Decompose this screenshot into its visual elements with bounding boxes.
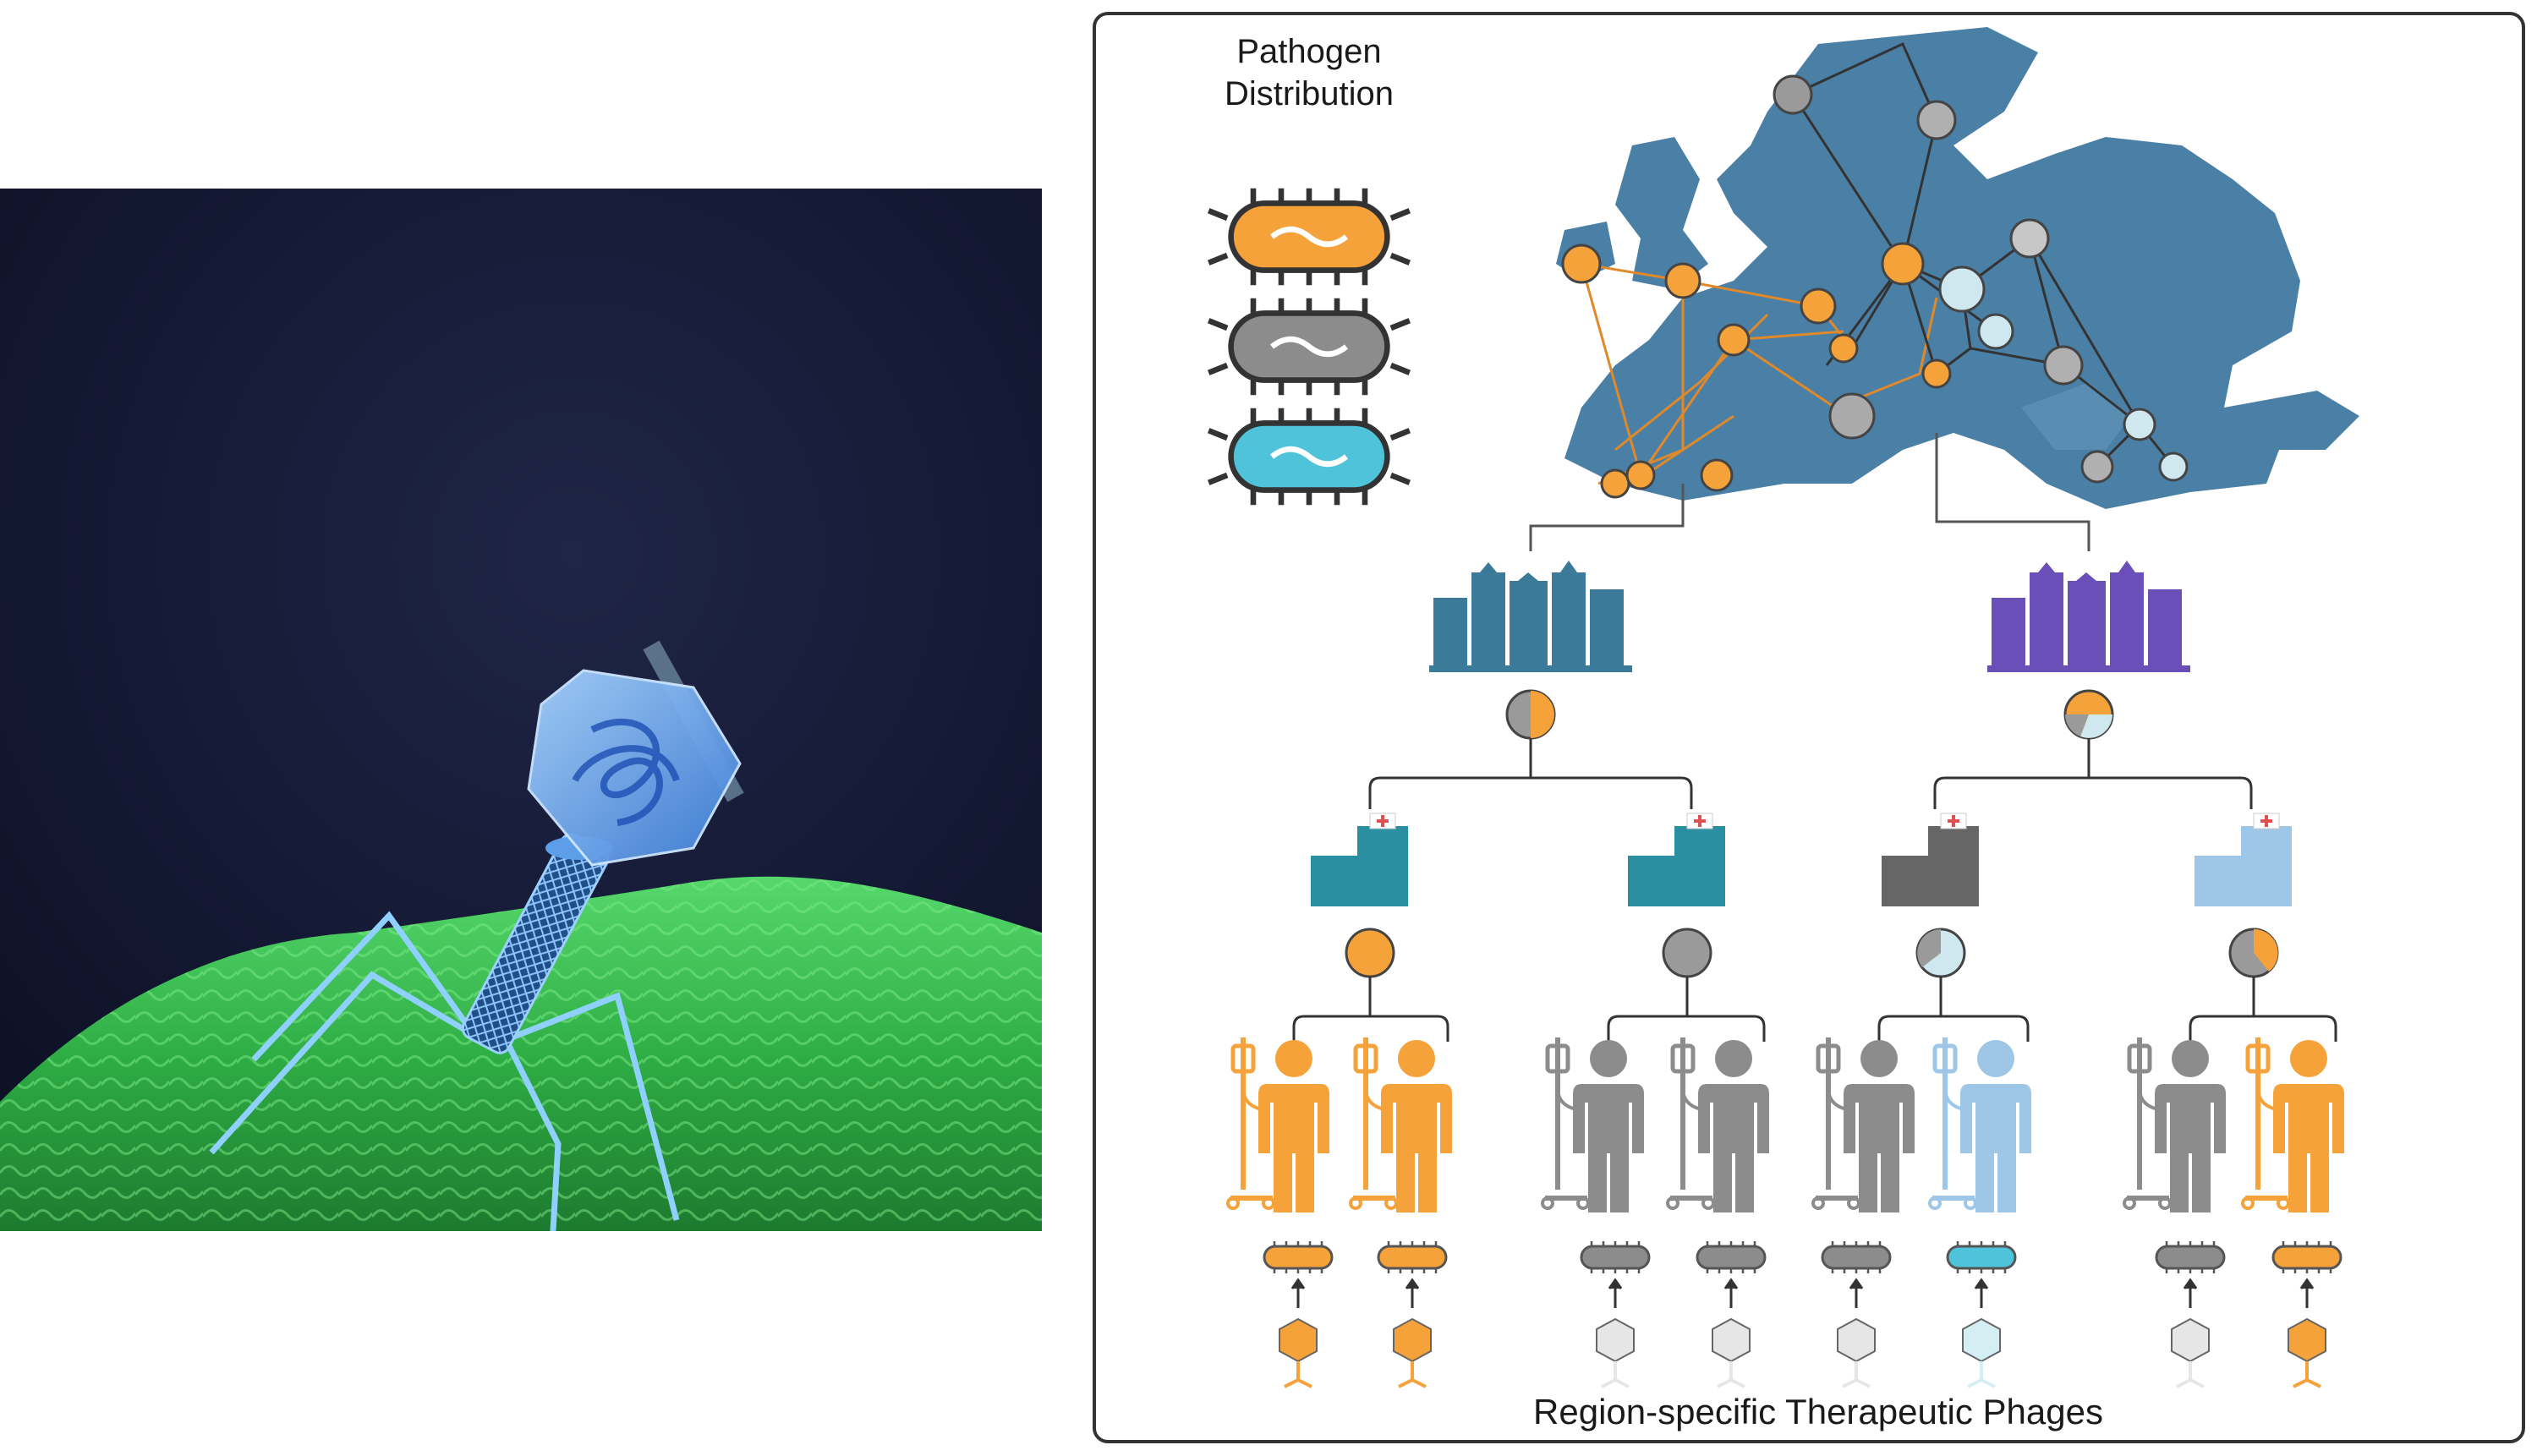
legend [1208,189,1410,505]
phage-dna-icon [572,718,680,826]
diagram-title-line1: Pathogen [1236,33,1381,70]
pathogen-distribution-diagram: Pathogen Distribution [1093,12,2525,1443]
phage-capsid-head [527,669,742,867]
hospital-4 [2193,812,2293,978]
diagram-title-line2: Distribution [1225,75,1394,112]
phage-target-arrows [1290,1278,2315,1308]
map-to-city-b-arrow [1935,433,2090,551]
map-pathogen-nodes [1561,74,2189,499]
city-hospital-branches [1368,738,2253,809]
bacteriophage-illustration [0,189,1042,1231]
hospital-patient-branches [1292,977,2337,1042]
footer-label: Region-specific Therapeutic Phages [1533,1392,2103,1431]
phage-tail-fibers [209,911,680,1231]
hospital-3 [1880,812,1981,978]
map-to-city-a-arrow [1529,484,1685,551]
city-a [1429,561,1632,740]
